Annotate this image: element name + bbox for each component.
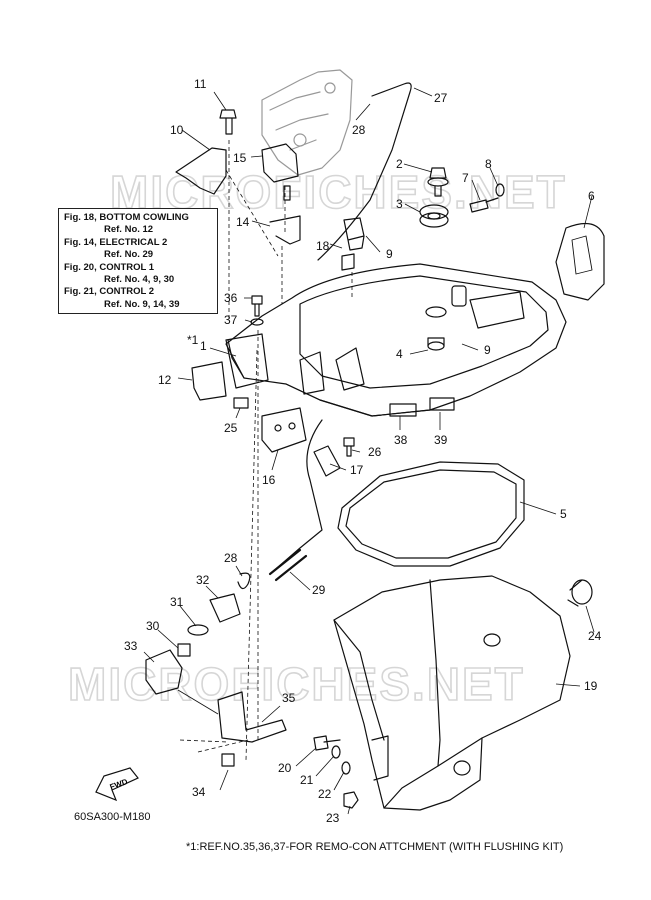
ref-line: Fig. 21, CONTROL 2 xyxy=(64,286,155,298)
callout-14: 14 xyxy=(236,215,250,229)
bracket-35-drawing xyxy=(217,691,287,743)
part-13-drawing xyxy=(191,361,227,401)
ref-line: Fig. 18, BOTTOM COWLING xyxy=(64,212,189,223)
callout-31: 31 xyxy=(170,595,184,609)
ref-line: Fig. 20, CONTROL 1 xyxy=(64,261,155,273)
callout-23: 23 xyxy=(326,811,340,825)
callout-33: 33 xyxy=(124,639,138,653)
callout-5: 5 xyxy=(560,507,567,521)
ref-line: Ref. No. 29 xyxy=(104,249,154,261)
callout-25: 25 xyxy=(224,421,238,435)
washer-22-drawing xyxy=(341,761,351,775)
washer-8-drawing xyxy=(495,183,505,197)
part-18-drawing xyxy=(341,253,355,271)
seal-5-drawing xyxy=(337,461,525,567)
clamp-14-drawing xyxy=(269,215,301,245)
callout-28-top: 28 xyxy=(352,123,366,137)
callout-26: 26 xyxy=(368,445,382,459)
note-marker: *1 xyxy=(187,333,199,347)
ref-line: Fig. 14, ELECTRICAL 2 xyxy=(64,236,168,248)
callout-27: 27 xyxy=(434,91,448,105)
callout-9-upper: 9 xyxy=(484,343,491,357)
callout-2: 2 xyxy=(396,157,403,171)
part-33-drawing xyxy=(145,649,183,695)
callout-15: 15 xyxy=(233,151,247,165)
bolt-36-drawing xyxy=(251,295,263,317)
bolt-12-drawing xyxy=(219,109,237,135)
part-16-drawing xyxy=(261,407,307,453)
hose-27-drawing xyxy=(317,82,412,261)
drawing-code: 60SA300-M180 xyxy=(74,811,151,823)
reference-box: Fig. 18, BOTTOM COWLING Ref. No. 12 Fig.… xyxy=(58,208,218,314)
part-10-drawing xyxy=(343,217,365,251)
watermark-bottom: MICROFICHES.NET xyxy=(68,658,525,710)
part-25-drawing xyxy=(233,397,249,409)
part-6-drawing xyxy=(555,222,605,301)
part-15-drawing xyxy=(261,143,299,183)
footnote: *1:REF.NO.35,36,37-FOR REMO-CON ATTCHMEN… xyxy=(186,841,564,853)
callout-6: 6 xyxy=(588,189,595,203)
callout-28-lower: 28 xyxy=(224,551,238,565)
washer-21-drawing xyxy=(331,745,341,759)
callout-4: 4 xyxy=(396,347,403,361)
callout-34: 34 xyxy=(192,785,206,799)
callout-10: 9 xyxy=(386,247,393,261)
fwd-arrow: FWD xyxy=(95,767,139,802)
callout-18: 18 xyxy=(316,239,330,253)
engine-block-drawing xyxy=(261,69,353,176)
washer-31-drawing xyxy=(187,624,209,636)
callout-19: 19 xyxy=(584,679,598,693)
bolt-20-drawing xyxy=(313,735,341,751)
callout-36: 36 xyxy=(224,291,238,305)
callout-17: 17 xyxy=(350,463,364,477)
callout-1: 1 xyxy=(200,339,207,353)
callout-29: 29 xyxy=(312,583,326,597)
leader-lines xyxy=(143,87,595,815)
part-17-drawing xyxy=(313,445,341,477)
grommet-24-drawing xyxy=(567,579,593,607)
ref-line: Ref. No. 12 xyxy=(104,224,154,236)
bracket-11-drawing xyxy=(175,147,227,195)
nut-23-drawing xyxy=(343,791,359,809)
screw-26-drawing xyxy=(343,437,355,457)
bolt-30-drawing xyxy=(177,643,191,657)
knob-32-drawing xyxy=(209,593,241,623)
callout-12: 11 xyxy=(194,77,207,91)
callout-37: 37 xyxy=(224,313,238,327)
ref-line: Ref. No. 4, 9, 30 xyxy=(104,274,175,286)
ref-line: Ref. No. 9, 14, 39 xyxy=(104,298,180,310)
cable-29-drawing xyxy=(269,419,323,575)
callout-3: 3 xyxy=(396,197,403,211)
callout-39: 39 xyxy=(434,433,448,447)
callout-24: 24 xyxy=(588,629,602,643)
callout-38: 38 xyxy=(394,433,408,447)
callout-16: 16 xyxy=(262,473,276,487)
callout-32: 32 xyxy=(196,573,210,587)
screw-7-drawing xyxy=(469,197,499,213)
callout-13: 12 xyxy=(158,373,172,387)
callout-35: 35 xyxy=(282,691,296,705)
callout-20: 20 xyxy=(278,761,292,775)
callout-labels: 11 10 15 14 27 28 2 3 7 8 6 18 9 36 37 *… xyxy=(124,77,602,825)
callout-21: 21 xyxy=(300,773,314,787)
callout-7: 7 xyxy=(462,171,469,185)
callout-11: 10 xyxy=(170,123,184,137)
callout-8: 8 xyxy=(485,157,492,171)
callout-30: 30 xyxy=(146,619,160,633)
screw-34-drawing xyxy=(221,753,235,767)
clip-28-drawing xyxy=(237,572,251,590)
lower-cover-19-drawing xyxy=(333,575,571,811)
bottom-cowling-drawing xyxy=(225,263,567,417)
bolt-2-drawing xyxy=(427,167,449,197)
callout-22: 22 xyxy=(318,787,332,801)
